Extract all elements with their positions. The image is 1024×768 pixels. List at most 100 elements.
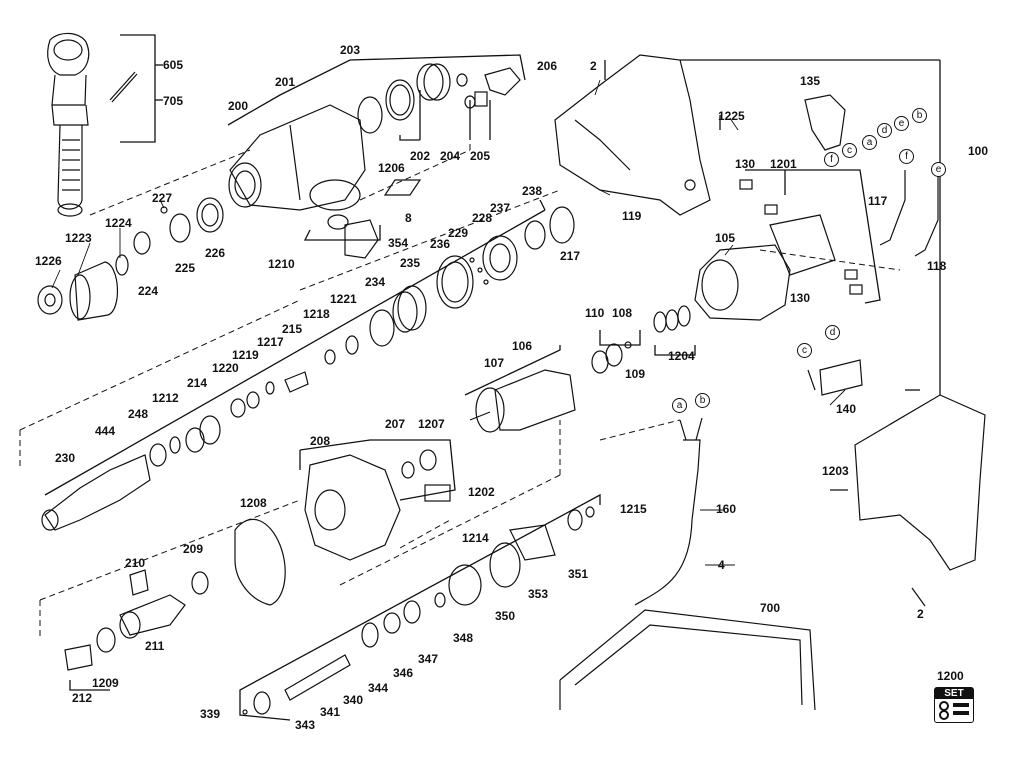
hammer-parts	[64, 569, 209, 671]
carry-case	[559, 609, 816, 711]
part-label: 202	[410, 149, 431, 163]
part-label: 200	[228, 99, 249, 113]
part-label: 234	[365, 275, 386, 289]
part-label: 1208	[240, 496, 267, 510]
part-label: 339	[200, 707, 221, 721]
part-label: 1212	[152, 391, 179, 405]
part-label: 1204	[668, 349, 695, 363]
spindle-assembly	[41, 371, 309, 531]
part-label: 1207	[418, 417, 445, 431]
part-label: 1201	[770, 157, 797, 171]
part-label: 444	[95, 424, 116, 438]
part-label: 140	[836, 402, 857, 416]
part-label: 209	[183, 542, 204, 556]
part-label: 340	[343, 693, 364, 707]
part-label: 705	[163, 94, 184, 108]
part-label: 110	[585, 306, 605, 320]
part-label: 1220	[212, 361, 239, 375]
part-label: 2	[917, 607, 924, 621]
springs	[653, 305, 691, 333]
callout-letter: a	[862, 135, 877, 150]
set-tools-icon	[939, 701, 969, 720]
part-label: 225	[175, 261, 196, 275]
part-label: 1218	[303, 307, 330, 321]
part-label: 2	[590, 59, 597, 73]
part-label: 700	[760, 601, 781, 615]
part-label: 203	[340, 43, 361, 57]
part-label: 160	[716, 502, 737, 516]
set-badge: SET	[934, 687, 974, 723]
rear-handle	[830, 394, 986, 607]
part-label: 351	[568, 567, 589, 581]
dashed-guides	[19, 100, 901, 640]
lower-gear-train	[242, 506, 595, 715]
part-label: 100	[968, 144, 989, 158]
part-label: 350	[495, 609, 516, 623]
callout-letter: f	[824, 152, 839, 167]
part-label: 1210	[268, 257, 295, 271]
part-label: 208	[310, 434, 331, 448]
part-label: 1219	[232, 348, 259, 362]
part-label: 605	[163, 58, 184, 72]
part-label: 1200	[937, 669, 964, 683]
part-label: 235	[400, 256, 421, 270]
callout-letter: c	[797, 343, 812, 358]
part-label: 236	[430, 237, 451, 251]
part-label: 348	[453, 631, 474, 645]
motor-housing	[554, 54, 711, 216]
part-label: 105	[715, 231, 736, 245]
part-label: 226	[205, 246, 226, 260]
part-label: 8	[405, 211, 412, 225]
label-brackets	[44, 34, 941, 721]
part-label: 347	[418, 652, 439, 666]
part-label: 228	[472, 211, 493, 225]
part-label: 109	[625, 367, 646, 381]
armature	[469, 341, 632, 433]
wires	[879, 170, 939, 257]
callout-letter: c	[842, 143, 857, 158]
part-label: 106	[512, 339, 533, 353]
part-label: 130	[790, 291, 811, 305]
part-label: 237	[490, 201, 511, 215]
callout-letter: e	[894, 116, 909, 131]
part-label: 1223	[65, 231, 92, 245]
part-label: 230	[55, 451, 76, 465]
part-label: 1225	[718, 109, 745, 123]
stator	[694, 244, 791, 321]
brush-holder	[739, 179, 863, 295]
part-label: 1226	[35, 254, 62, 268]
part-label: 205	[470, 149, 491, 163]
part-label: 206	[537, 59, 558, 73]
part-label: 1202	[468, 485, 495, 499]
part-label: 204	[440, 149, 461, 163]
callout-letter: f	[899, 149, 914, 164]
part-label: 135	[800, 74, 821, 88]
part-label: 217	[560, 249, 581, 263]
gear-housing	[228, 104, 366, 211]
part-label: 210	[125, 556, 146, 570]
part-label: 343	[295, 718, 316, 732]
set-badge-text: SET	[935, 688, 973, 699]
part-label: 354	[388, 236, 409, 250]
part-label: 1214	[462, 531, 489, 545]
part-label: 1215	[620, 502, 647, 516]
part-label: 107	[484, 356, 505, 370]
part-label: 118	[927, 259, 947, 273]
part-label: 119	[622, 209, 642, 223]
side-handle	[47, 32, 138, 217]
mid-gears	[324, 206, 575, 365]
part-label: 4	[718, 558, 725, 572]
part-label: 201	[275, 75, 296, 89]
part-label: 1221	[330, 292, 357, 306]
top-rings	[357, 63, 521, 196]
brush-140	[807, 359, 863, 396]
part-label: 214	[187, 376, 208, 390]
part-label: 238	[522, 184, 543, 198]
part-label: 346	[393, 666, 414, 680]
part-label: 1217	[257, 335, 284, 349]
part-label: 108	[612, 306, 633, 320]
part-label: 344	[368, 681, 389, 695]
callout-letter: b	[695, 393, 710, 408]
